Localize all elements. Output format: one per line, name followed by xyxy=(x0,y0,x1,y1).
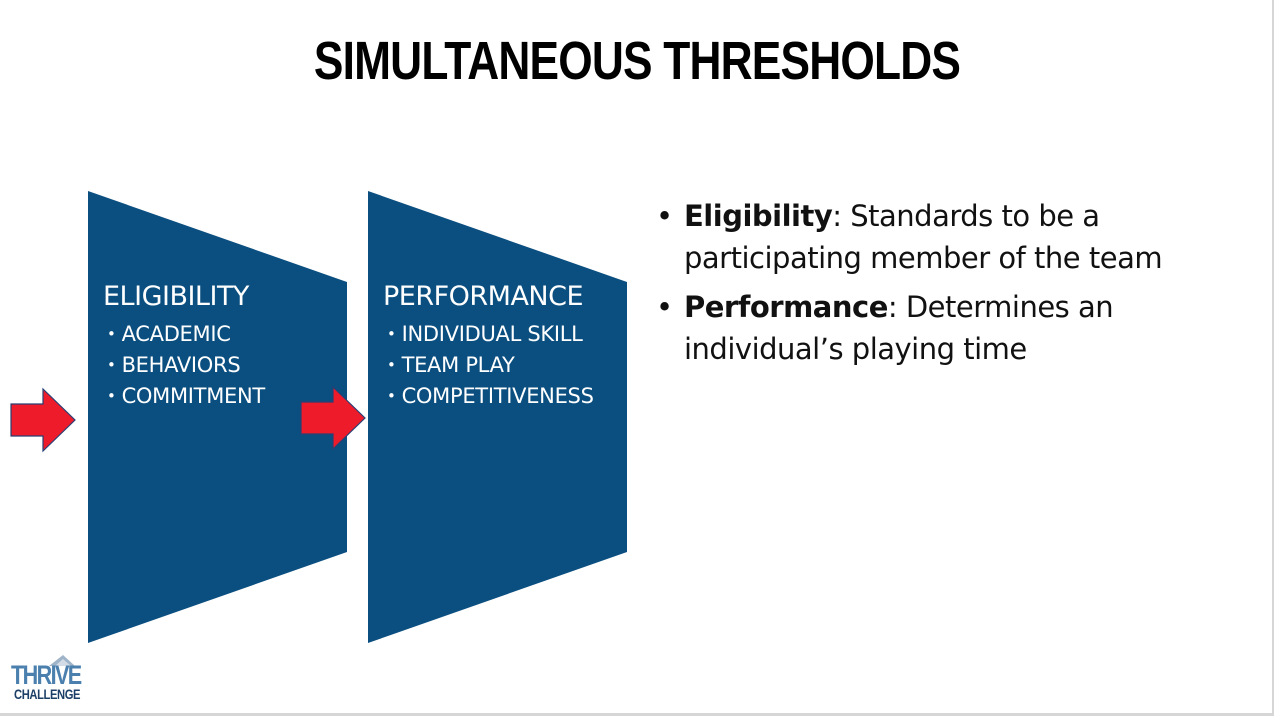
diagram-shapes xyxy=(10,191,627,643)
performance-panel-shape xyxy=(368,191,627,643)
panel-heading: PERFORMANCE xyxy=(383,281,584,312)
arrow-right-icon xyxy=(10,387,76,453)
mountain-icon xyxy=(49,655,75,666)
list-item: TEAM PLAY xyxy=(383,351,594,382)
eligibility-panel-shape xyxy=(88,191,347,643)
performance-panel: PERFORMANCE INDIVIDUAL SKILL TEAM PLAY C… xyxy=(383,281,594,413)
list-item: INDIVIDUAL SKILL xyxy=(383,320,594,351)
list-item: ACADEMIC xyxy=(103,320,265,351)
list-item: COMPETITIVENESS xyxy=(383,382,594,413)
definition-text: : Determines an individual’s playing tim… xyxy=(684,290,1114,366)
panel-list: ACADEMIC BEHAVIORS COMMITMENT xyxy=(103,320,266,413)
definition-term: Eligibility xyxy=(684,199,833,233)
definition-text: : Standards to be a participating member… xyxy=(684,199,1163,275)
threshold-diagram: ELIGIBILITY ACADEMIC BEHAVIORS COMMITMEN… xyxy=(0,0,640,719)
definition-item: Performance: Determines an individual’s … xyxy=(656,286,1216,370)
arrow-right-icon xyxy=(300,385,366,451)
list-item: COMMITMENT xyxy=(103,382,266,413)
eligibility-panel: ELIGIBILITY ACADEMIC BEHAVIORS COMMITMEN… xyxy=(103,281,265,413)
definition-item: Eligibility: Standards to be a participa… xyxy=(656,195,1216,279)
panel-list: INDIVIDUAL SKILL TEAM PLAY COMPETITIVENE… xyxy=(383,320,594,413)
list-item: BEHAVIORS xyxy=(103,351,265,382)
definition-term: Performance xyxy=(684,290,888,324)
panel-heading: ELIGIBILITY xyxy=(103,281,249,312)
definition-list: Eligibility: Standards to be a participa… xyxy=(656,195,1216,377)
slide-title: SIMULTANEOUS THRESHOLDS xyxy=(313,31,961,91)
logo-text-bottom: CHALLENGE xyxy=(14,686,81,702)
thrive-challenge-logo: THRIVE CHALLENGE xyxy=(11,652,82,706)
logo-text-top: THRIVE xyxy=(11,660,82,690)
